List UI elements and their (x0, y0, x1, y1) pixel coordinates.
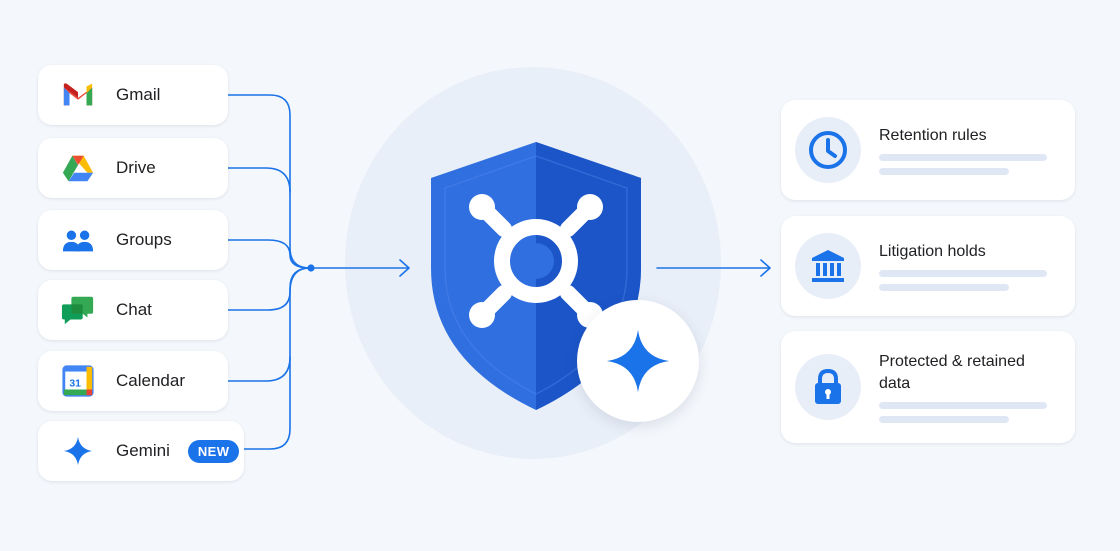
source-label: Drive (116, 158, 156, 177)
calendar-icon-text: 31 (69, 379, 81, 390)
connector-calendar (227, 356, 291, 382)
placeholder-bar (879, 270, 1047, 277)
gemini-sparkle-badge (577, 300, 699, 422)
source-card-gemini: Gemini NEW (38, 421, 244, 481)
connector-groups (227, 239, 311, 269)
source-card-groups: Groups (38, 210, 228, 270)
arrowhead-in (399, 259, 410, 277)
gemini-icon (60, 433, 96, 469)
source-card-calendar: 31 Calendar (38, 351, 228, 411)
arrowhead-out (760, 259, 771, 277)
clock-icon (795, 117, 861, 183)
source-card-drive: Drive (38, 138, 228, 198)
output-card-retention: Retention rules (781, 100, 1075, 200)
gemini-sparkle-icon (606, 329, 670, 393)
chat-icon (60, 292, 96, 328)
output-title: Retention rules (879, 127, 987, 144)
source-label: Gemini (116, 441, 170, 460)
source-label: Chat (116, 300, 152, 319)
connector-gemini (243, 267, 311, 450)
output-card-protected: Protected & retained data (781, 331, 1075, 443)
courthouse-icon (795, 233, 861, 299)
output-title: Protected & retained data (879, 353, 1025, 392)
drive-icon (60, 150, 96, 186)
placeholder-bar (879, 416, 1009, 423)
lock-icon (795, 354, 861, 420)
source-label: Groups (116, 230, 172, 249)
new-badge: NEW (187, 439, 240, 463)
groups-icon (60, 222, 96, 258)
junction-dot (307, 264, 315, 272)
placeholder-bar (879, 402, 1047, 409)
gmail-icon (60, 77, 96, 113)
connector-gmail (227, 94, 311, 269)
source-label: Calendar (116, 371, 185, 390)
output-title: Litigation holds (879, 243, 986, 260)
connector-chat (227, 267, 311, 311)
source-card-gmail: Gmail (38, 65, 228, 125)
placeholder-bar (879, 154, 1047, 161)
placeholder-bar (879, 168, 1009, 175)
source-label: Gmail (116, 85, 161, 104)
connector-drive (227, 167, 291, 193)
placeholder-bar (879, 284, 1009, 291)
output-card-litigation: Litigation holds (781, 216, 1075, 316)
source-card-chat: Chat (38, 280, 228, 340)
calendar-icon: 31 (60, 363, 96, 399)
